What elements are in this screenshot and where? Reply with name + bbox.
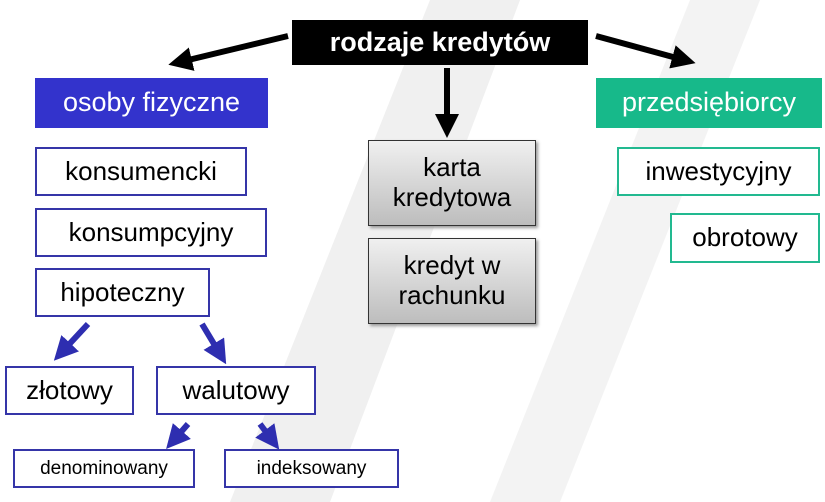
arrow-to-entrepreneurs <box>595 33 696 69</box>
node-kredyt-w-rachunku: kredyt w rachunku <box>368 238 536 324</box>
node-hipoteczny: hipoteczny <box>35 268 210 317</box>
node-inwestycyjny: inwestycyjny <box>617 147 820 196</box>
node-denominowany: denominowany <box>13 449 195 488</box>
node-konsumpcyjny: konsumpcyjny <box>35 208 267 257</box>
category-individuals: osoby fizyczne <box>35 78 268 128</box>
node-indeksowany: indeksowany <box>224 449 399 488</box>
node-walutowy: walutowy <box>156 366 316 415</box>
arrow-to-individuals <box>168 33 289 71</box>
node-karta-kredytowa: karta kredytowa <box>368 140 536 226</box>
arrow-to-zlotowy <box>53 321 91 361</box>
category-entrepreneurs: przedsiębiorcy <box>596 78 822 128</box>
node-konsumencki: konsumencki <box>35 147 247 196</box>
arrow-to-denominowany <box>166 422 191 450</box>
root-node: rodzaje kredytów <box>292 20 588 65</box>
node-zlotowy: złotowy <box>5 366 134 415</box>
node-obrotowy: obrotowy <box>670 213 820 263</box>
arrow-to-walutowy <box>199 322 227 365</box>
arrow-to-indeksowany <box>255 422 280 450</box>
